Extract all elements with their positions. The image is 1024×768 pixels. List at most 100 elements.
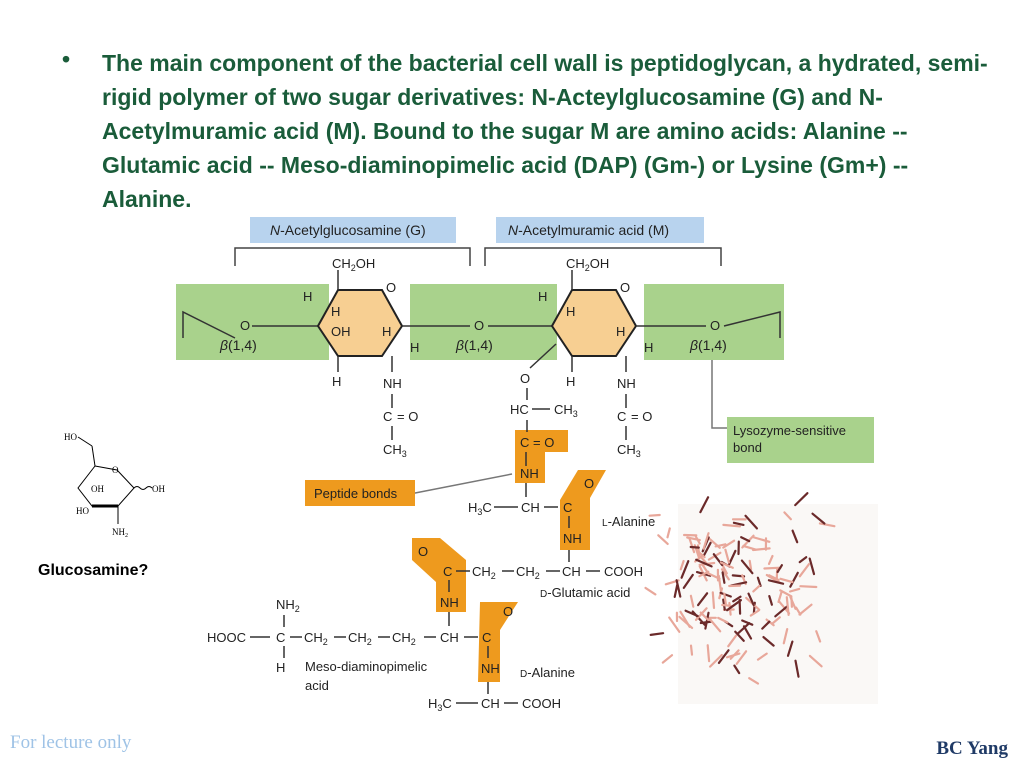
bacterium-rod [722,523,742,528]
bacterium-rod [706,644,711,663]
svg-text:O: O [584,476,594,491]
bacterium-rod [763,566,782,570]
bacterium-rod [776,564,784,574]
nam-bracket [484,247,722,266]
bacterium-rod [815,630,822,643]
bacterium-rod [668,616,681,633]
svg-text:NH: NH [383,376,402,391]
bacterium-rod [798,603,813,616]
svg-text:H: H [276,660,285,675]
bacterium-rod [748,559,753,571]
bacterium-rod [756,652,768,661]
svg-text:= O: = O [397,409,418,424]
svg-text:NH2: NH2 [112,527,128,539]
bacterium-rod [648,513,661,517]
bacterium-rod [768,594,774,606]
dap-hooc: HOOC [207,630,246,645]
svg-text:H: H [566,374,575,389]
bacterium-rod [735,650,748,666]
peptide-bond-shape-1 [515,430,568,483]
bacterium-rod [785,596,790,617]
bacterium-rod [717,649,730,665]
bacterium-rod [794,492,809,507]
nam-label-box [496,217,704,243]
bacterium-rod [678,615,694,630]
alanine-cooh: COOH [522,696,561,711]
bacterium-rod [695,558,713,568]
glycosidic-region-middle [410,284,557,360]
svg-text:H: H [410,340,419,355]
bacterium-rod [644,586,657,596]
bacterium-rod [725,599,743,612]
svg-text:H: H [616,324,625,339]
svg-text:CH: CH [562,564,581,579]
svg-text:O: O [710,318,720,333]
meso-line2: acid [305,678,329,693]
svg-text:CH2: CH2 [348,630,372,647]
svg-text:H: H [644,340,653,355]
beta-bond-label-middle: β(1,4) [455,337,493,353]
svg-text:H3C: H3C [468,500,492,517]
bacterium-rod [818,522,836,528]
svg-text:NH: NH [617,376,636,391]
bacterium-rod [771,616,781,625]
svg-text:NH: NH [520,466,539,481]
bacteria-micrograph [644,492,878,704]
bacterium-rod [749,609,760,617]
bacterium-rod [657,534,669,546]
bacterium-rod [761,620,771,630]
bacterium-rod [782,627,789,645]
svg-text:H: H [331,304,340,319]
bacterium-rod [721,571,726,584]
svg-text:O: O [520,371,530,386]
lysozyme-line2: bond [733,440,762,455]
nam-sugar-ring [550,289,638,357]
bacterium-rod [768,574,780,582]
bacterium-rod [808,654,823,668]
bacterium-rod [734,630,745,642]
svg-text:CH: CH [521,500,540,515]
bacterium-rod [708,653,723,668]
bacterium-rod [698,570,710,578]
bacterium-rod [751,535,771,543]
footer-author: BC Yang [936,738,1008,759]
bacterium-rod [789,571,799,588]
bacterium-rod [722,539,736,549]
bacterium-rod [741,619,754,626]
bacterium-rod [688,537,696,554]
meso-line1: Meso-diaminopimelic [305,659,428,674]
bacterium-rod [732,595,742,603]
bacterium-rod [699,611,710,621]
peptide-bond-shape-2 [560,470,606,550]
bacterium-rod [649,632,665,637]
bacterium-rod [717,616,729,624]
bacterium-rod [752,584,761,593]
svg-text:O: O [112,465,119,475]
svg-text:CH2OH: CH2OH [566,256,609,273]
bacterium-rod [765,618,775,627]
svg-text:= O: = O [631,409,652,424]
svg-text:CH2OH: CH2OH [332,256,375,273]
glucosamine-structure: HO O OH HO OH NH2 [64,432,165,539]
bacterium-rod [679,559,685,571]
bacterium-rod [689,594,695,608]
svg-text:O: O [418,544,428,559]
bacterium-rod [798,562,811,578]
bacterium-rod [689,644,694,656]
svg-text:CH2: CH2 [304,630,328,647]
beta-bond-label-left: β(1,4) [219,337,257,353]
svg-text:CH2: CH2 [392,630,416,647]
nag-label: N-Acetylglucosamine (G) [270,222,426,238]
bacterium-rod [699,496,710,514]
bacterium-rod [777,590,783,604]
bacterium-rod [791,529,799,544]
bacterium-rod [666,527,671,539]
bacterium-rod [689,545,700,549]
bacterium-rod [661,654,674,664]
lysozyme-label-box [727,417,874,463]
bacterium-rod [724,548,731,564]
bacterium-rod [744,514,759,530]
bacterium-rod [721,603,732,607]
bacterium-rod [767,579,785,585]
svg-text:OH: OH [91,484,104,494]
